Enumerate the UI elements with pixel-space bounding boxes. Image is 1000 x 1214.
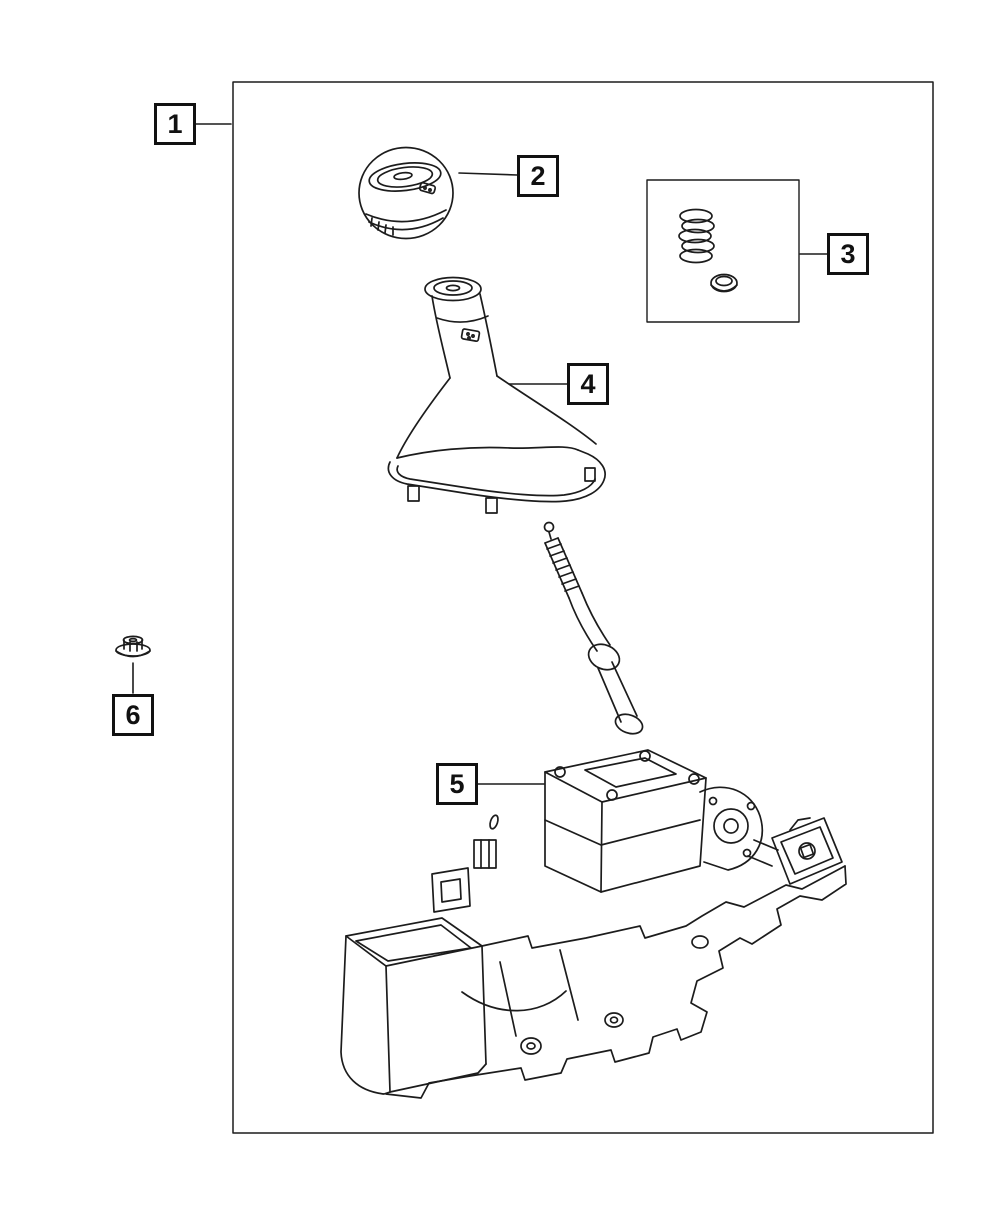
spring-plug-boundary-box: [646, 179, 800, 323]
callout-3[interactable]: 3: [827, 233, 869, 275]
callout-1-label: 1: [167, 108, 183, 139]
base-plate-drawing: [385, 865, 847, 1099]
shift-knob-drawing: [358, 146, 454, 240]
callout-3-label: 3: [840, 238, 856, 269]
callout-6[interactable]: 6: [112, 694, 154, 736]
shifter-boot-drawing: [387, 276, 606, 514]
callout-2[interactable]: 2: [517, 155, 559, 197]
leader-line-2: [458, 172, 518, 176]
spring-drawing: [678, 208, 715, 264]
callout-4-label: 4: [580, 368, 596, 399]
callout-2-label: 2: [530, 160, 546, 191]
plug-drawing: [710, 273, 738, 293]
gear-sector-bracket-drawing: [699, 786, 843, 885]
callout-5[interactable]: 5: [436, 763, 478, 805]
assembly-boundary-box: [232, 81, 934, 1134]
callout-5-label: 5: [449, 768, 465, 799]
leader-lines: [132, 123, 828, 785]
callout-1[interactable]: 1: [154, 103, 196, 145]
duct-drawing: [340, 917, 487, 1095]
callout-4[interactable]: 4: [567, 363, 609, 405]
shift-lever-drawing: [543, 521, 644, 735]
shifter-housing-drawing: [544, 749, 707, 893]
callout-6-label: 6: [125, 699, 141, 730]
mount-clip-drawing: [431, 814, 499, 913]
flange-nut-drawing: [115, 635, 151, 658]
